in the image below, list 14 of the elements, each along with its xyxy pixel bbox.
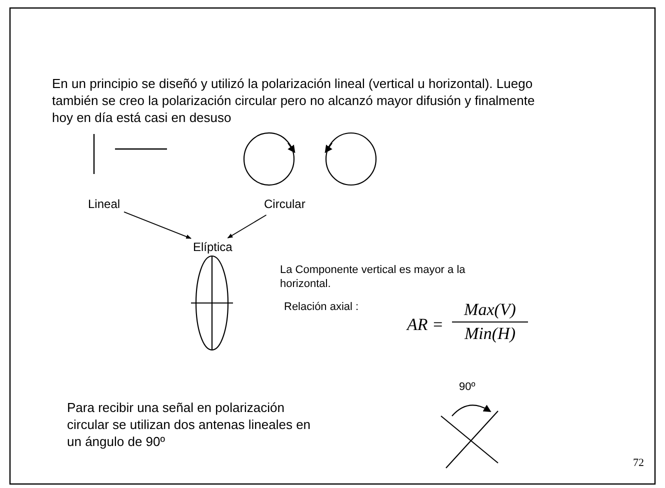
polarization-label: Circular: [264, 197, 306, 211]
note-paragraph: Para recibir una señal en polarización circular se utilizan dos antenas lineales en un ángulo de 90º: [67, 400, 312, 451]
polarization-label: Elíptica: [193, 240, 232, 254]
denominator-text: Min(H): [463, 323, 516, 345]
polarization-label: Lineal: [88, 197, 120, 211]
numerator-text: Max(V): [462, 299, 517, 321]
arrow: [227, 214, 267, 238]
page-number: 72: [633, 456, 644, 470]
intro-paragraph: En un principio se diseñó y utilizó la polarización lineal (vertical u horizontal). Luego también se creo la polarización circular pero no alcanzó mayor difusión y finalmente hoy en día está casi en desuso: [52, 76, 536, 127]
arrow: [124, 211, 192, 239]
angle-label: 90º: [459, 380, 476, 394]
formula-label: Relación axial :: [284, 300, 359, 314]
formula-text: AR =: [407, 314, 444, 336]
note-text: La Componente vertical es mayor a la horizontal.: [280, 263, 466, 292]
